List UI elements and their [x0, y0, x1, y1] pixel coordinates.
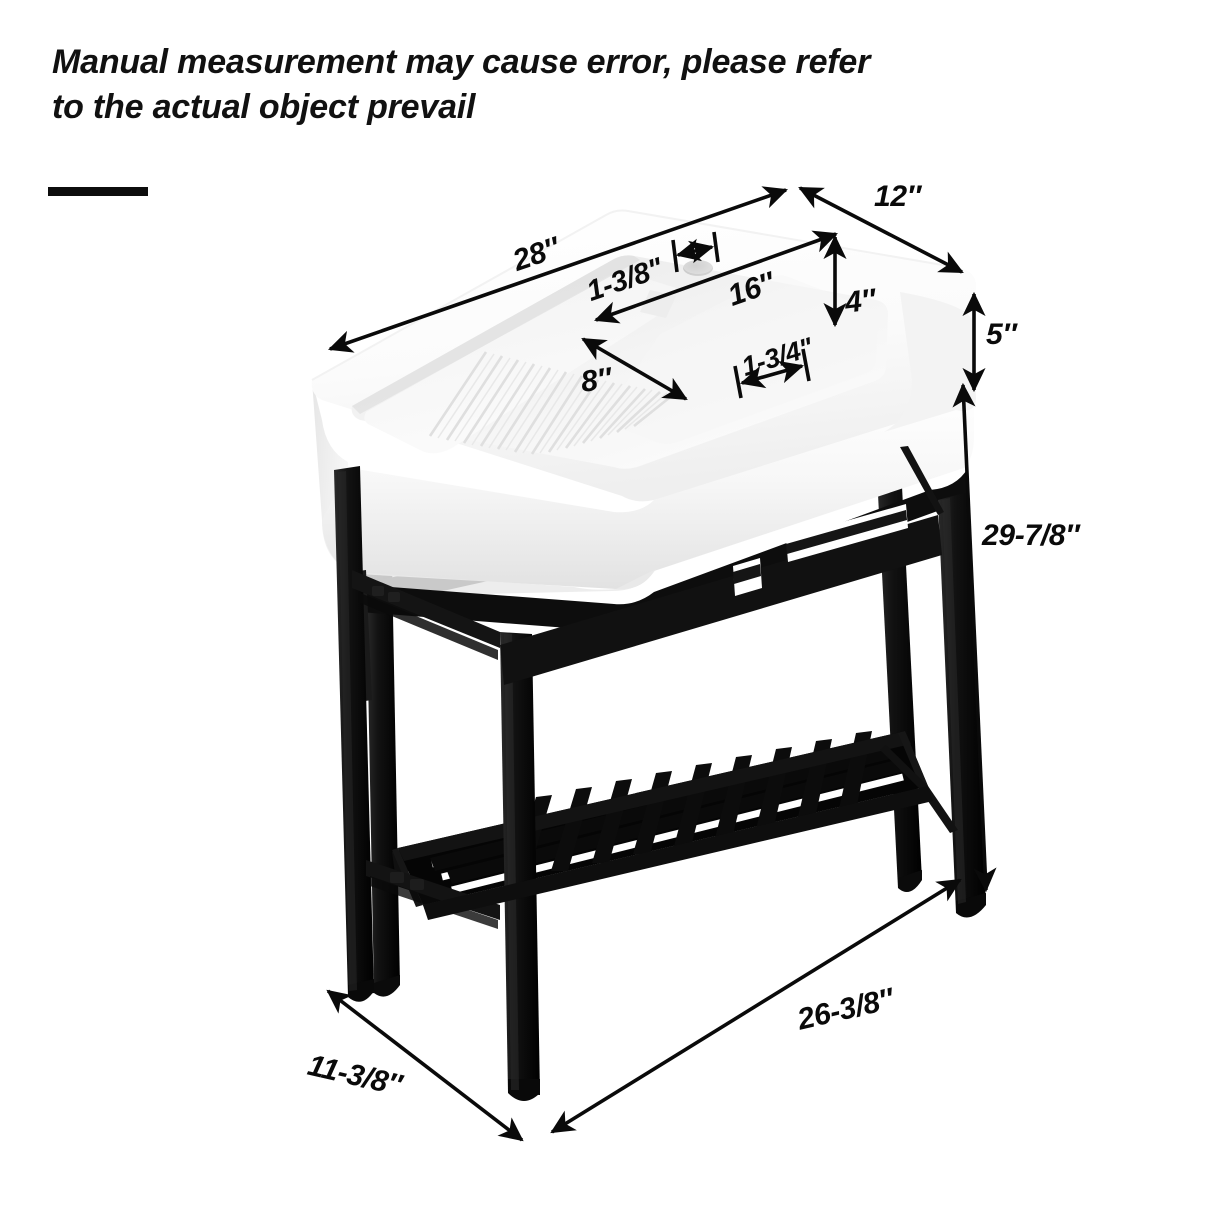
dim-line-basin-width: [581, 337, 688, 401]
dim-line-rim-width: [739, 360, 805, 389]
mounting-bracket: [372, 586, 400, 602]
disclaimer-line-2: to the actual object prevail: [52, 87, 476, 126]
tick-faucet-left: [671, 239, 679, 273]
dim-line-overall-depth: [798, 186, 964, 274]
dim-line-overall-width: [328, 186, 788, 353]
dim-line-basin-length: [594, 230, 838, 324]
dim-line-stand-width: [550, 878, 962, 1134]
tick-rim-left: [733, 365, 743, 399]
shelf-bracket: [390, 872, 424, 890]
dim-line-faucet-hole: [675, 238, 715, 264]
disclaimer-line-1: Manual measurement may cause error, plea…: [52, 43, 871, 81]
disclaimer-note: Manual measurement may cause error, plea…: [52, 40, 952, 130]
label-total-height: 29-7/8″: [982, 519, 1080, 552]
label-bowl-height: 5″: [986, 318, 1017, 351]
label-basin-depth: 4″: [843, 283, 878, 320]
tick-faucet-right: [712, 231, 720, 263]
tick-rim-right: [801, 348, 811, 382]
dim-line-stand-depth: [326, 989, 524, 1142]
dim-line-total-height: [952, 382, 997, 893]
label-basin-width: 8″: [578, 362, 614, 399]
header-divider-bar: [48, 187, 148, 196]
label-overall-depth: 12″: [874, 180, 921, 213]
drainboard-ribs: [428, 351, 675, 455]
